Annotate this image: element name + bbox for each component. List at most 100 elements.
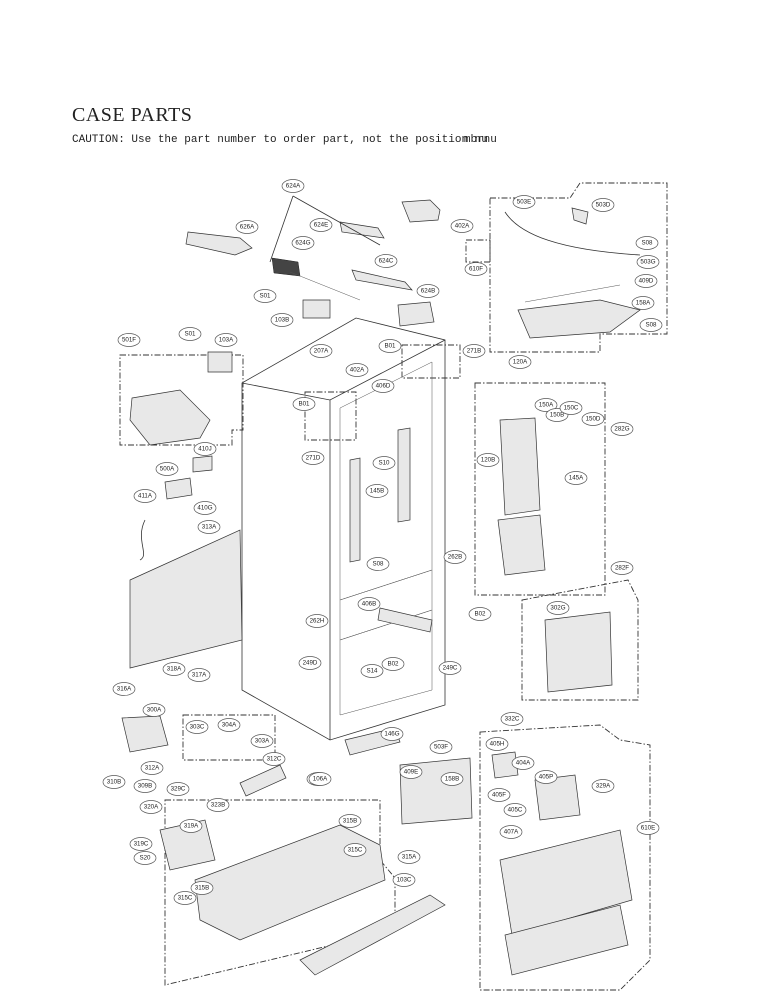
part-number-text: 406D [376, 383, 391, 390]
part-label: 319C [129, 837, 153, 851]
part-label: 402A [345, 363, 369, 377]
cabinet-top-edge [241, 339, 446, 401]
label-bubble [499, 825, 523, 839]
part-158a-cover [517, 299, 641, 339]
part-number-text: B01 [384, 343, 396, 350]
part-number-text: 315B [343, 818, 357, 825]
part-label: 317A [187, 668, 211, 682]
label-bubble [129, 837, 153, 851]
part-number-text: 329C [171, 786, 186, 793]
part-number-text: 406B [362, 601, 376, 608]
caution-overlap-text: mbrnu [463, 134, 497, 146]
part-label: 409D [634, 274, 658, 288]
part-103a-block [207, 351, 233, 373]
part-label: 315B [338, 814, 362, 828]
label-bubble [366, 557, 390, 571]
label-bubble [139, 800, 163, 814]
part-501f-shelf [129, 389, 211, 446]
part-label: 319A [179, 819, 203, 833]
group-frame-hinge [401, 344, 461, 379]
part-label: 405H [485, 737, 509, 751]
part-label: 626A [235, 220, 259, 234]
part-number-text: 316A [117, 686, 132, 693]
label-bubble [508, 355, 532, 369]
label-bubble [185, 720, 209, 734]
part-302g-evaporator [544, 611, 613, 693]
part-label: 158B [440, 772, 464, 786]
part-label: 624E [309, 218, 333, 232]
part-number-text: 503E [517, 199, 531, 206]
label-bubble [178, 327, 202, 341]
label-bubble [262, 752, 286, 766]
group-frame-left-mid [119, 354, 244, 446]
part-number-text: 402A [455, 223, 470, 230]
part-number-text: 312C [267, 756, 282, 763]
label-bubble [591, 779, 615, 793]
part-number-text: 282F [615, 565, 629, 572]
part-label: 320A [139, 800, 163, 814]
part-number-text: 411A [138, 493, 153, 500]
part-number-text: 106A [313, 776, 328, 783]
part-number-text: 315C [348, 847, 363, 854]
part-number-text: 271B [467, 348, 481, 355]
part-number-text: S01 [259, 293, 271, 300]
label-bubble [173, 891, 197, 905]
part-number-text: S08 [645, 322, 657, 329]
label-bubble [399, 765, 423, 779]
label-bubble [162, 662, 186, 676]
part-number-text: 302G [550, 605, 565, 612]
label-bubble [155, 462, 179, 476]
part-number-text: 610F [469, 266, 483, 273]
part-number-text: 282G [614, 426, 629, 433]
label-bubble [634, 274, 658, 288]
label-bubble [503, 803, 527, 817]
part-label: 249C [438, 661, 462, 675]
label-bubble [487, 788, 511, 802]
part-label: 303A [250, 734, 274, 748]
part-624b-cylinder [397, 301, 435, 327]
part-label: 150A [534, 398, 558, 412]
part-number-text: 146G [384, 731, 399, 738]
label-bubble [133, 851, 157, 865]
label-bubble [214, 333, 238, 347]
part-number-text: S08 [372, 561, 384, 568]
part-number-text: B02 [387, 661, 399, 668]
part-label: 158A [631, 296, 655, 310]
part-label: 262B [443, 550, 467, 564]
part-label: B01 [292, 397, 316, 411]
part-number-text: 624E [314, 222, 328, 229]
label-bubble [546, 601, 570, 615]
part-label: 405F [487, 788, 511, 802]
group-frame-top-right [489, 182, 668, 353]
part-number-text: 320A [144, 804, 159, 811]
part-120a-housing [497, 514, 546, 576]
part-number-text: 262H [310, 618, 325, 625]
part-number-text: 319A [184, 823, 199, 830]
label-bubble [591, 198, 615, 212]
label-bubble [429, 740, 453, 754]
part-label: 624A [281, 179, 305, 193]
label-bubble [534, 398, 558, 412]
label-bubble [438, 661, 462, 675]
label-bubble [581, 412, 605, 426]
part-number-text: 405F [492, 792, 506, 799]
part-number-text: 329A [596, 783, 611, 790]
label-bubble [117, 333, 141, 347]
part-label: 624G [291, 236, 315, 250]
part-120b-duct [499, 417, 541, 516]
label-bubble [380, 727, 404, 741]
part-number-text: B01 [298, 401, 310, 408]
part-103c-rail [299, 894, 446, 976]
label-bubble [374, 254, 398, 268]
part-626a-hinge [185, 231, 253, 256]
part-405h-fan [491, 751, 519, 779]
part-411a-cord [139, 519, 146, 561]
group-frame-bottom-left [164, 799, 396, 986]
part-label: 302G [546, 601, 570, 615]
part-313a-back-cover [129, 529, 243, 669]
label-bubble [464, 262, 488, 276]
part-number-text: 145A [569, 475, 584, 482]
part-624e-bar [339, 221, 385, 239]
part-label: B02 [468, 607, 492, 621]
